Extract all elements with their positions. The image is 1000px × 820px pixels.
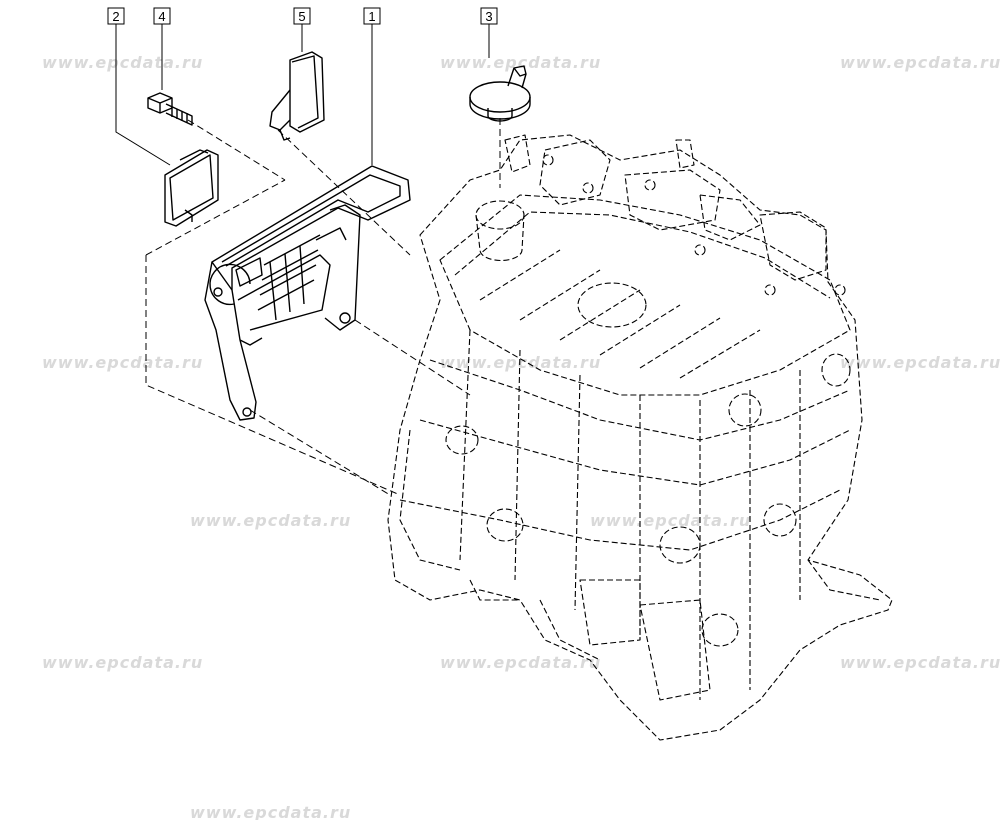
watermark-text: www.epcdata.ru <box>440 353 601 372</box>
callout-2[interactable]: 2 <box>107 7 125 25</box>
callout-label: 5 <box>298 9 305 24</box>
watermark-text: www.epcdata.ru <box>190 511 351 530</box>
watermarks: www.epcdata.ru www.epcdata.ru www.epcdat… <box>42 53 1000 820</box>
callout-label: 1 <box>368 9 375 24</box>
watermark-text: www.epcdata.ru <box>590 511 751 530</box>
callout-5[interactable]: 5 <box>293 7 311 25</box>
watermark-text: www.epcdata.ru <box>840 353 1000 372</box>
filter-part-2[interactable] <box>164 149 219 227</box>
callout-label: 2 <box>112 9 119 24</box>
callout-4[interactable]: 4 <box>153 7 171 25</box>
leader-lines <box>115 24 501 496</box>
callout-label: 4 <box>158 9 165 24</box>
watermark-text: www.epcdata.ru <box>440 653 601 672</box>
cover-part-1[interactable] <box>204 165 411 421</box>
watermark-text: www.epcdata.ru <box>840 53 1000 72</box>
watermark-text: www.epcdata.ru <box>42 353 203 372</box>
watermark-text: www.epcdata.ru <box>190 803 351 820</box>
callout-3[interactable]: 3 <box>480 7 498 25</box>
watermark-text: www.epcdata.ru <box>42 53 203 72</box>
watermark-text: www.epcdata.ru <box>440 53 601 72</box>
engine-block <box>387 134 893 741</box>
callout-1[interactable]: 1 <box>363 7 381 25</box>
bolt-part-4[interactable] <box>147 92 193 126</box>
oil-cap-part-3[interactable] <box>469 65 531 122</box>
bracket-part-5[interactable] <box>269 51 325 141</box>
watermark-text: www.epcdata.ru <box>42 653 203 672</box>
watermark-text: www.epcdata.ru <box>840 653 1000 672</box>
callout-label: 3 <box>485 9 492 24</box>
